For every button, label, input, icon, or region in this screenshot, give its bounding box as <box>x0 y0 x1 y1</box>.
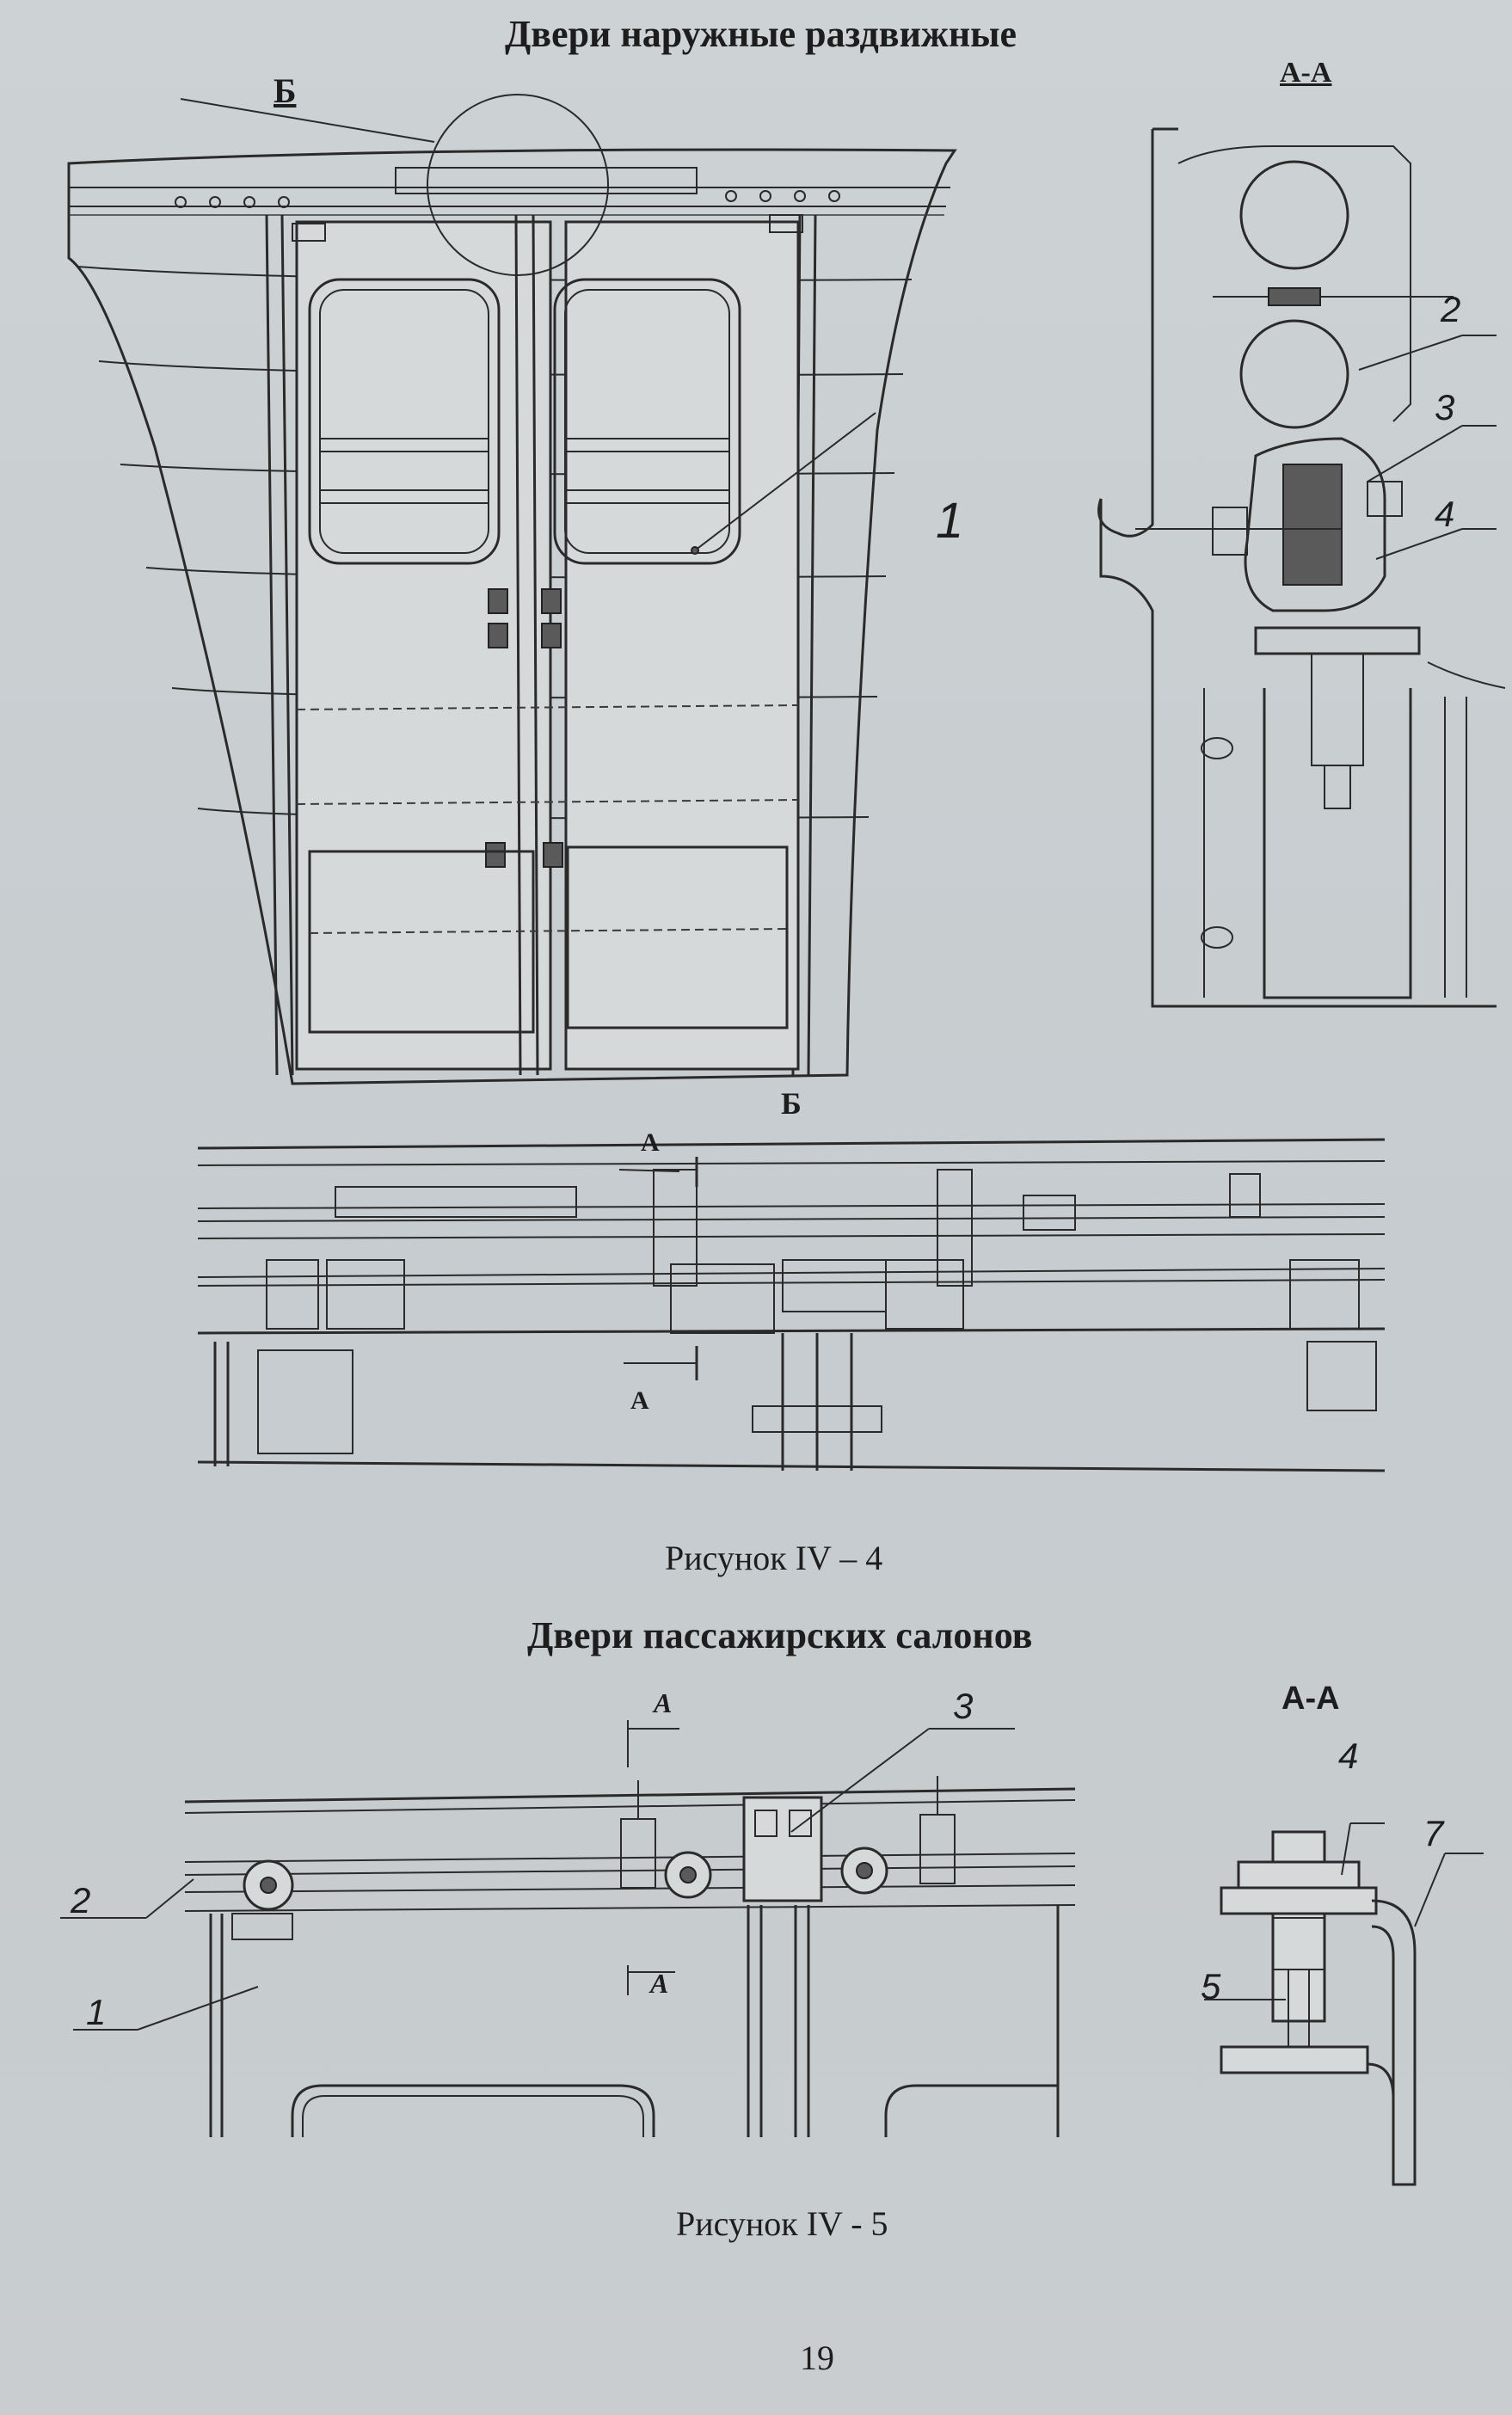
section-aa-drawing-iv4 <box>1097 127 1506 1008</box>
section-aa-title-iv4: А-А <box>1280 57 1332 89</box>
figure-iv5-title: Двери пассажирских салонов <box>527 1614 1033 1656</box>
figure-iv5-caption: Рисунок IV - 5 <box>676 2204 888 2243</box>
callout-3-iv5: 3 <box>953 1686 974 1726</box>
section-aa-drawing-iv5 <box>1204 1822 1484 2186</box>
section-callout-4: 4 <box>1435 494 1455 534</box>
cut-label-top-iv4: А <box>641 1128 660 1157</box>
figure-iv4-caption: Рисунок IV – 4 <box>665 1539 883 1577</box>
section-callout-2: 2 <box>1441 289 1461 329</box>
view-b-marker: Б <box>274 71 297 110</box>
section-callout-5-iv5: 5 <box>1201 1966 1221 2006</box>
section-callout-3: 3 <box>1435 387 1455 427</box>
section-callout-4-iv5: 4 <box>1338 1736 1359 1776</box>
section-aa-title-iv5: А-А <box>1282 1681 1340 1717</box>
callout-2-iv5: 2 <box>71 1880 91 1920</box>
passenger-salon-door-drawing <box>60 1720 1076 2137</box>
page-number: 19 <box>800 2338 834 2377</box>
section-callout-7-iv5: 7 <box>1423 1813 1444 1853</box>
callout-1-iv5: 1 <box>86 1992 107 2032</box>
detail-b-drawing <box>197 1138 1386 1472</box>
detail-b-title: Б <box>781 1086 802 1121</box>
cut-label-top-iv5: А <box>654 1687 673 1718</box>
cut-label-bottom-iv5: А <box>650 1968 669 1999</box>
exterior-sliding-door-drawing <box>67 94 957 1085</box>
cut-label-bottom-iv4: А <box>630 1386 649 1415</box>
figure-iv4-title: Двери наружные раздвижные <box>505 13 1017 55</box>
callout-1: 1 <box>936 493 964 549</box>
